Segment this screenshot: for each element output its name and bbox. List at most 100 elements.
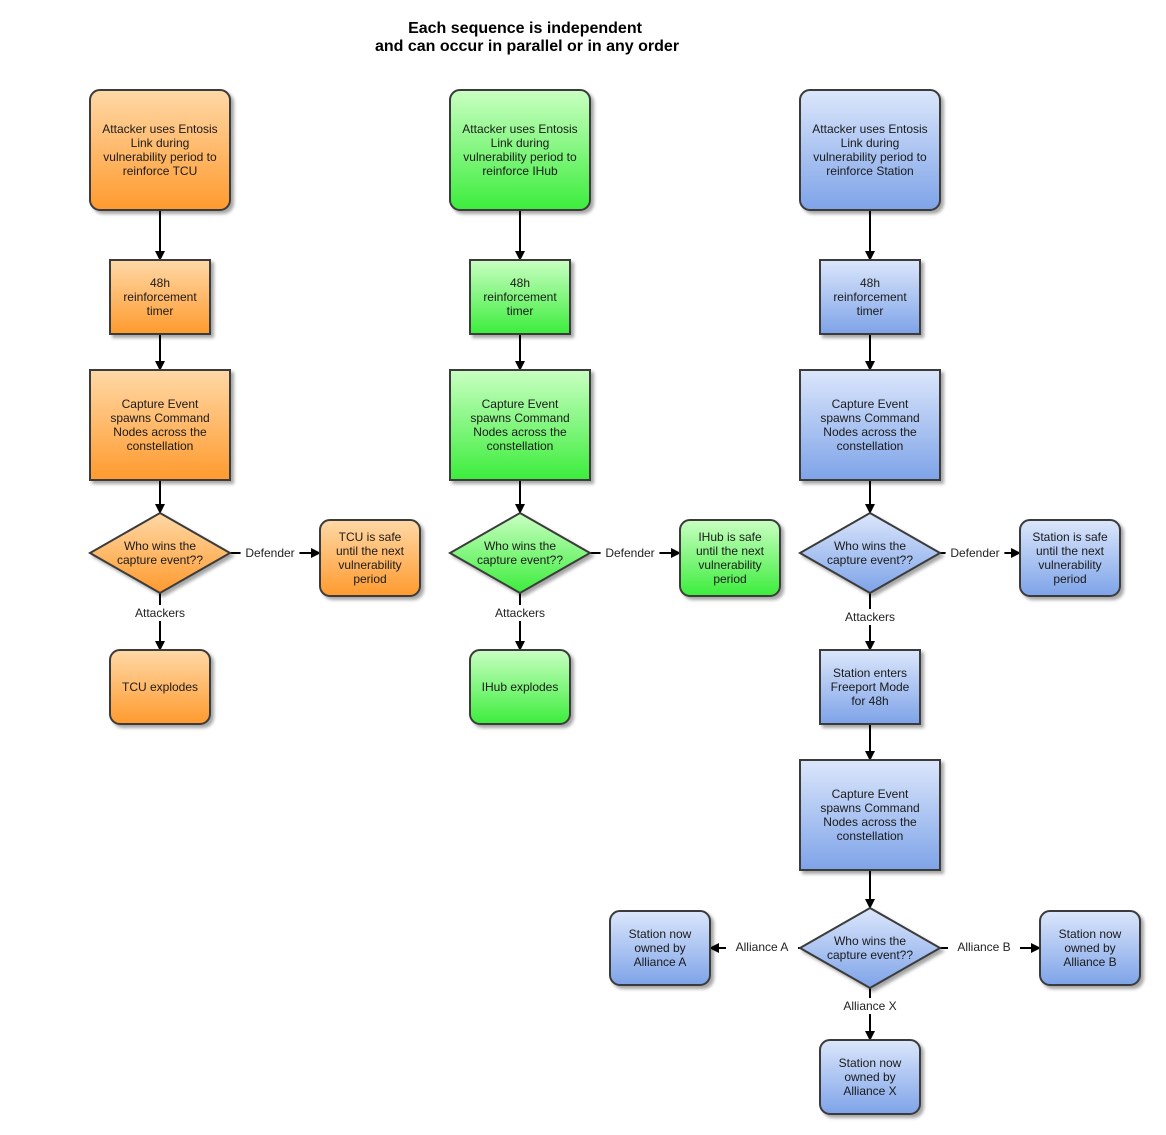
decision-diamond <box>797 906 943 990</box>
process-box <box>469 649 571 725</box>
node-text-line: Alliance X <box>843 1084 896 1098</box>
node-text-line: Nodes across the <box>823 815 917 829</box>
edge-label-text: Alliance A <box>736 940 789 954</box>
diagram-title-line-2: and can occur in parallel or in any orde… <box>375 38 679 55</box>
node-text-line: Link during <box>131 136 190 150</box>
process-box <box>469 259 571 335</box>
edge-label: Attackers <box>837 609 903 625</box>
node-text-line: reinforcement <box>123 290 197 304</box>
node-tcu-explodes: TCU explodes <box>109 649 211 725</box>
edge-label-background <box>837 609 903 625</box>
edge-label-background <box>127 605 193 621</box>
node-text-line: Capture Event <box>832 397 909 411</box>
node-text-line: Station now <box>1059 927 1122 941</box>
node-text-line: constellation <box>487 439 554 453</box>
node-text-line: Alliance A <box>634 955 687 969</box>
edge-label-text: Defender <box>950 546 999 560</box>
node-text-line: until the next <box>1036 544 1105 558</box>
node-text-line: capture event?? <box>827 948 913 962</box>
edge-label: Attackers <box>487 605 553 621</box>
node-text-line: Nodes across the <box>823 425 917 439</box>
node-text-line: Link during <box>491 136 550 150</box>
edge-label-text: Alliance X <box>843 999 896 1013</box>
node-text-line: Capture Event <box>122 397 199 411</box>
node-text-line: Attacker uses Entosis <box>462 122 577 136</box>
process-box <box>799 369 941 481</box>
node-ihub-explodes: IHub explodes <box>469 649 571 725</box>
process-box <box>819 1039 921 1115</box>
node-text-line: spawns Command <box>110 411 209 425</box>
node-text-line: constellation <box>127 439 194 453</box>
node-text-line: capture event?? <box>827 553 913 567</box>
edge-label-text: Alliance B <box>957 940 1010 954</box>
node-text-line: Freeport Mode <box>831 680 910 694</box>
decision-diamond <box>797 511 943 595</box>
node-text-line: owned by <box>844 1070 895 1084</box>
node-text-line: IHub explodes <box>482 680 559 694</box>
edge-label-text: Attackers <box>845 610 895 624</box>
node-text-line: Who wins the <box>124 539 196 553</box>
node-text-line: spawns Command <box>820 411 919 425</box>
process-box <box>799 759 941 871</box>
process-box <box>449 369 591 481</box>
edge-label-background <box>726 939 798 955</box>
edge-label: Defender <box>945 545 1005 561</box>
node-text-line: vulnerability <box>338 558 401 572</box>
node-text-line: vulnerability period to <box>103 150 217 164</box>
edge-label-background <box>487 605 553 621</box>
process-box <box>1039 910 1141 986</box>
process-box <box>1019 519 1121 597</box>
node-text-line: Attacker uses Entosis <box>102 122 217 136</box>
node-text-line: period <box>713 572 746 586</box>
diagram-title-line-1: Each sequence is independent <box>408 20 643 37</box>
edge-label-text: Attackers <box>495 606 545 620</box>
node-text-line: vulnerability <box>698 558 761 572</box>
process-box <box>679 519 781 597</box>
decision-diamond <box>87 511 233 595</box>
edge-label-text: Defender <box>245 546 294 560</box>
node-text-line: 48h <box>150 276 170 290</box>
node-text-line: timer <box>857 304 884 318</box>
node-text-line: reinforce TCU <box>123 164 197 178</box>
edge-label-background <box>600 545 660 561</box>
node-text-line: Attacker uses Entosis <box>812 122 927 136</box>
process-box <box>109 649 211 725</box>
node-text-line: constellation <box>837 829 904 843</box>
node-text-line: spawns Command <box>470 411 569 425</box>
node-text-line: reinforce IHub <box>482 164 558 178</box>
node-text-line: vulnerability period to <box>813 150 927 164</box>
edge-label-text: Attackers <box>135 606 185 620</box>
node-text-line: owned by <box>634 941 685 955</box>
node-text-line: vulnerability period to <box>463 150 577 164</box>
node-text-line: Station now <box>629 927 692 941</box>
edge-label-text: Defender <box>605 546 654 560</box>
process-box <box>449 89 591 211</box>
node-text-line: TCU is safe <box>339 530 402 544</box>
edge-label: Alliance B <box>948 939 1020 955</box>
node-text-line: reinforcement <box>483 290 557 304</box>
node-text-line: Alliance B <box>1063 955 1116 969</box>
node-text-line: Station enters <box>833 666 907 680</box>
node-text-line: period <box>353 572 386 586</box>
node-text-line: timer <box>147 304 174 318</box>
process-box <box>799 89 941 211</box>
node-text-line: Who wins the <box>484 539 556 553</box>
edge-label: Attackers <box>127 605 193 621</box>
node-text-line: TCU explodes <box>122 680 198 694</box>
edge-label-background <box>948 939 1020 955</box>
node-text-line: Who wins the <box>834 934 906 948</box>
node-text-line: until the next <box>696 544 765 558</box>
edge-label: Defender <box>600 545 660 561</box>
